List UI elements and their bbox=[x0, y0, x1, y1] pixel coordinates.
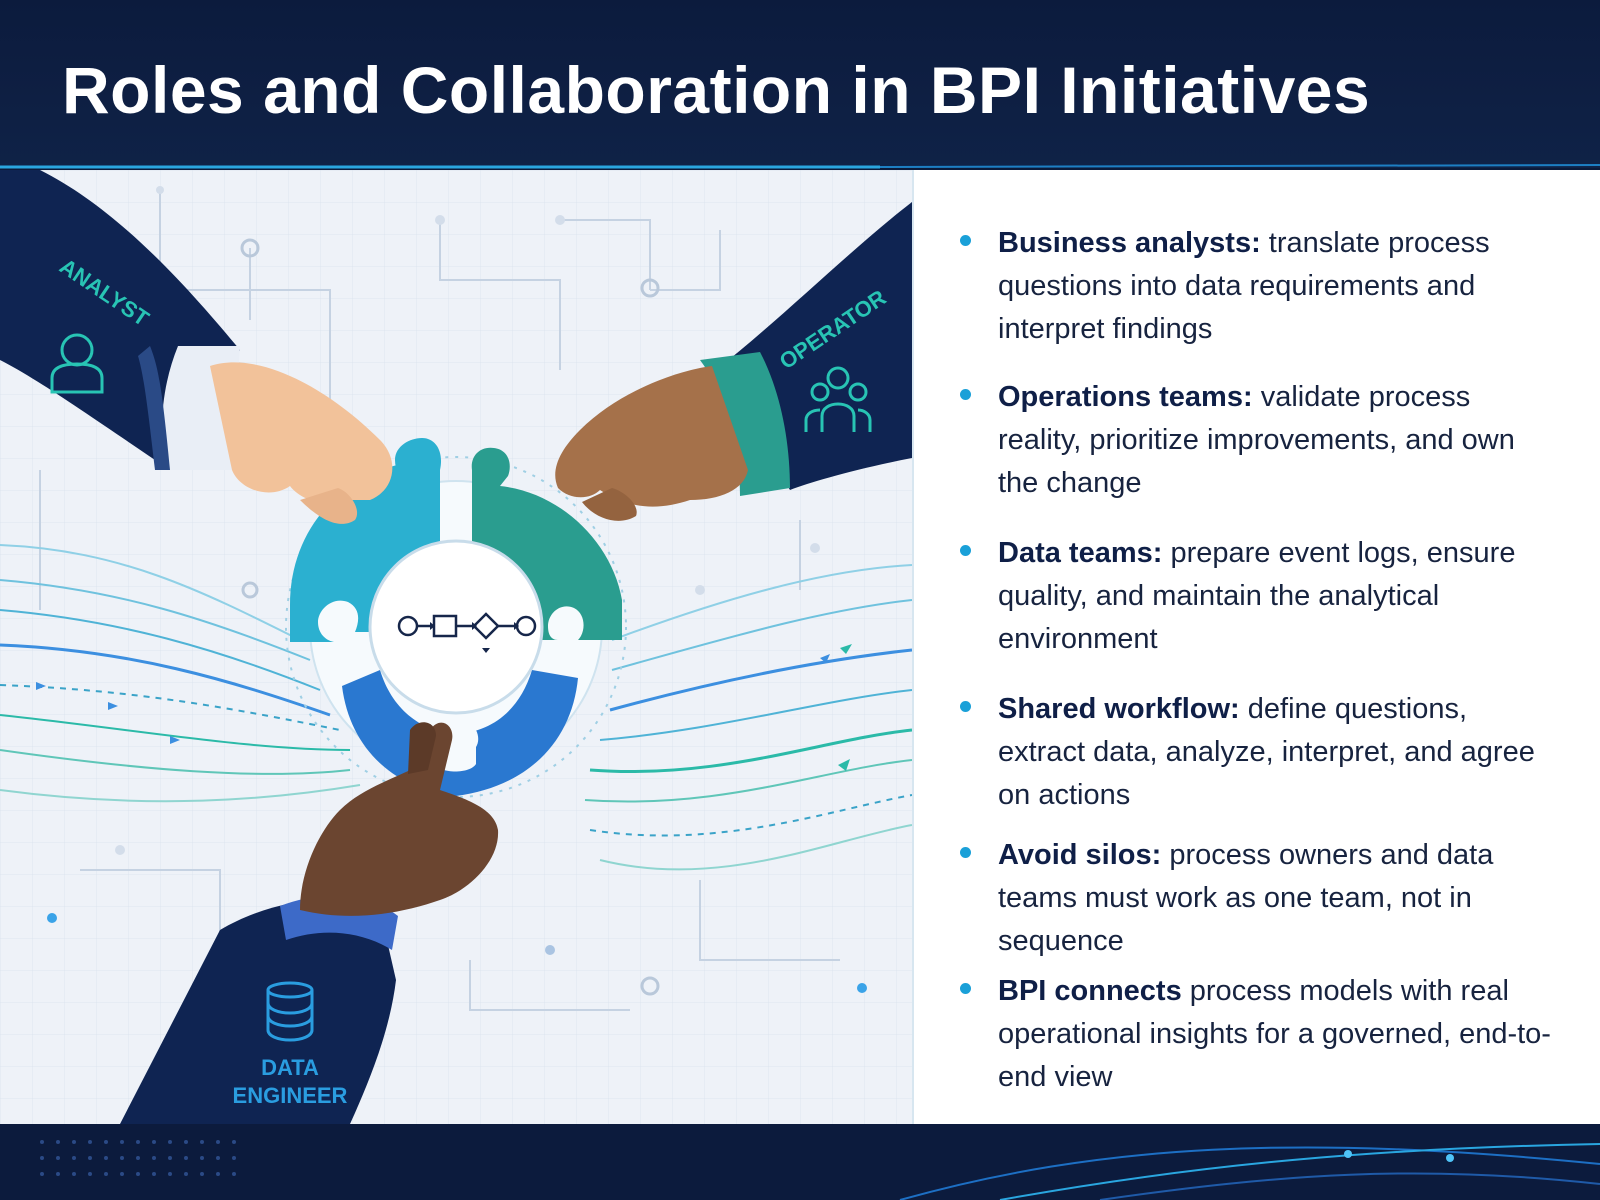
footer-decoration bbox=[40, 1140, 1600, 1200]
bullet-text: Business analysts: translate process que… bbox=[998, 222, 1558, 351]
user-icon bbox=[50, 333, 104, 394]
data-flow-lines-right bbox=[584, 564, 912, 871]
bullet-body: process models with real operational ins… bbox=[998, 975, 1551, 1093]
illustration-canvas: ANALYST OPERATOR bbox=[0, 170, 912, 1124]
header: Roles and Collaboration in BPI Initiativ… bbox=[0, 0, 1600, 169]
flow-arrows-right bbox=[820, 644, 852, 771]
bullet-heading: Data teams: bbox=[998, 537, 1163, 569]
analyst-arm bbox=[0, 170, 393, 524]
bullet-dot bbox=[960, 235, 971, 246]
header-divider bbox=[0, 164, 1600, 169]
bullet-text: Shared workflow: define questions, extra… bbox=[998, 688, 1558, 817]
bullet-text: BPI connects process models with real op… bbox=[998, 970, 1558, 1099]
bullet-dot bbox=[960, 389, 971, 400]
bullet-body: process owners and data teams must work … bbox=[998, 839, 1494, 957]
bullet-text: Avoid silos: process owners and data tea… bbox=[998, 834, 1558, 963]
bullet-text: Data teams: prepare event logs, ensure q… bbox=[998, 532, 1558, 661]
page-title: Roles and Collaboration in BPI Initiativ… bbox=[62, 53, 1371, 127]
bullet-heading: Shared workflow: bbox=[998, 693, 1240, 725]
data-engineer-label-line2: ENGINEER bbox=[233, 1083, 348, 1108]
footer-node bbox=[1446, 1154, 1454, 1162]
data-engineer-label-line1: DATA bbox=[261, 1055, 319, 1080]
bullet-body: define questions, extract data, analyze,… bbox=[998, 693, 1535, 811]
bullet-heading: Avoid silos: bbox=[998, 839, 1162, 871]
puzzle-piece-analyst bbox=[290, 438, 442, 642]
bullet-heading: Operations teams: bbox=[998, 381, 1253, 413]
bullet-body: translate process questions into data re… bbox=[998, 227, 1490, 345]
bullet-dot bbox=[960, 701, 971, 712]
database-icon bbox=[266, 981, 314, 1042]
circuit-lines bbox=[39, 190, 840, 1011]
footer-node bbox=[1344, 1150, 1352, 1158]
process-flow-arrowheads bbox=[430, 622, 519, 653]
circuit-nodes bbox=[47, 186, 867, 996]
puzzle-piece-operator bbox=[471, 447, 622, 640]
bullet-dot bbox=[960, 983, 971, 994]
footer-band bbox=[0, 1124, 1600, 1200]
bullet-dot bbox=[960, 545, 971, 556]
collaboration-illustration: ANALYST OPERATOR bbox=[0, 170, 912, 1124]
bullet-dot bbox=[960, 847, 971, 858]
bullet-heading: BPI connects bbox=[998, 975, 1182, 1007]
dotted-ring bbox=[285, 456, 627, 798]
bullet-body: prepare event logs, ensure quality, and … bbox=[998, 537, 1516, 655]
bullet-heading: Business analysts: bbox=[998, 227, 1261, 259]
team-icon bbox=[804, 366, 872, 432]
flow-arrows-left bbox=[36, 682, 180, 744]
bullet-body: validate process reality, prioritize imp… bbox=[998, 381, 1515, 499]
footer-waves bbox=[899, 1143, 1600, 1200]
data-engineer-arm bbox=[120, 722, 499, 1124]
footer-dot-grid bbox=[40, 1140, 236, 1176]
bullet-panel: Business analysts: translate process que… bbox=[912, 170, 1600, 1124]
operator-arm bbox=[555, 202, 912, 521]
data-flow-lines-left bbox=[0, 544, 361, 803]
bullet-text: Operations teams: validate process reali… bbox=[998, 376, 1558, 505]
